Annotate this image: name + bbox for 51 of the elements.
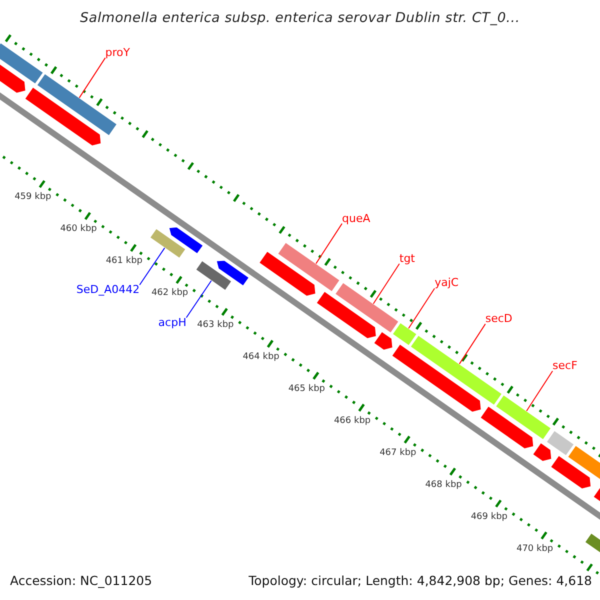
- gene-bar: [495, 394, 552, 440]
- leader-line: [458, 323, 486, 364]
- gene-label: queA: [342, 212, 370, 226]
- gene-label: SeD_A0442: [76, 282, 140, 297]
- leader-line: [78, 57, 106, 98]
- cds-feature: [24, 86, 102, 146]
- cds-feature: [550, 455, 592, 490]
- cds-feature: [216, 260, 250, 286]
- leader-line: [316, 223, 343, 264]
- title: Salmonella enterica subsp. enterica serovar Dublin str. CT_0...: [79, 11, 521, 25]
- position-label: 460 kbp: [60, 223, 97, 236]
- cds-feature: [391, 344, 482, 412]
- position-label: 464 kbp: [242, 350, 280, 364]
- gene-label: proY: [105, 46, 130, 60]
- position-label: 466 kbp: [334, 414, 371, 428]
- gene-bar: [546, 430, 575, 456]
- cds-feature: [316, 291, 377, 339]
- leader-line: [526, 370, 554, 412]
- gene-label: tgt: [399, 252, 415, 266]
- gene-label: secD: [485, 312, 512, 326]
- cds-feature: [168, 226, 204, 254]
- gene-label: yajC: [434, 276, 459, 290]
- genome-info-text: Topology: circular; Length: 4,842,908 bp; Genes: 4,618: [248, 574, 592, 588]
- cds-feature: [258, 250, 316, 296]
- gene-bar: [410, 334, 503, 406]
- cds-feature: [480, 406, 534, 450]
- gene-bar: [195, 260, 232, 291]
- leader-line: [186, 280, 212, 318]
- leader-line: [372, 263, 400, 304]
- gene-bar: [277, 242, 340, 292]
- position-label: 468 kbp: [425, 478, 462, 492]
- position-label: 465 kbp: [288, 382, 326, 396]
- gene-label: secF: [552, 358, 578, 373]
- position-label: 461 kbp: [106, 255, 143, 268]
- gene-bar: [567, 444, 600, 482]
- gene-bar: [392, 322, 418, 346]
- gene-bar: [149, 228, 186, 259]
- accession-text: Accession: NC_011205: [10, 574, 152, 588]
- position-label: 462 kbp: [151, 287, 188, 300]
- position-label: 459 kbp: [14, 191, 52, 204]
- gene-bar: [0, 42, 44, 85]
- position-label: 469 kbp: [470, 510, 508, 524]
- leader-line: [408, 288, 436, 329]
- leader-line: [139, 247, 166, 286]
- gene-bar: [334, 282, 400, 334]
- gene-bar: [36, 73, 118, 136]
- position-label: 463 kbp: [197, 318, 234, 332]
- gene-label: acpH: [158, 316, 186, 330]
- cds-feature: [373, 331, 393, 350]
- position-label: 470 kbp: [516, 542, 554, 556]
- position-label: 467 kbp: [380, 446, 416, 460]
